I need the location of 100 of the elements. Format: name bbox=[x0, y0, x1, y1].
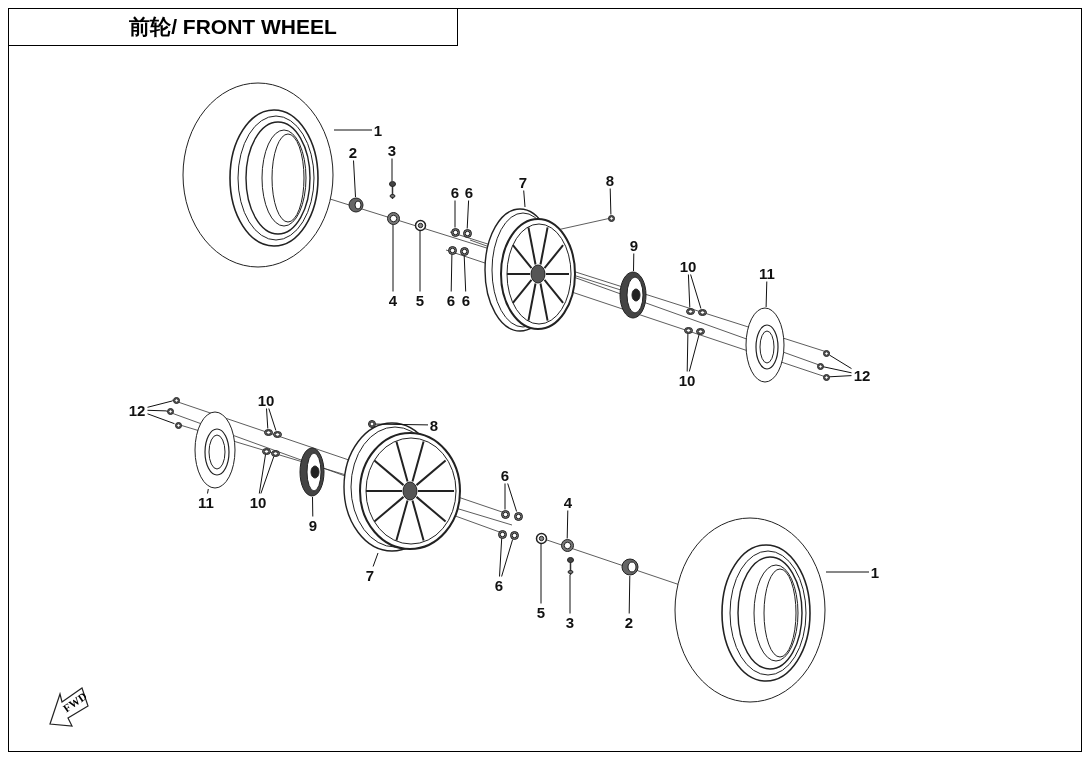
callout-number: 3 bbox=[564, 613, 576, 631]
leader-line bbox=[353, 160, 356, 198]
washer-drawing bbox=[414, 219, 426, 231]
callout-number: 1 bbox=[372, 121, 384, 139]
callout-number: 11 bbox=[756, 264, 778, 282]
callout-number: 2 bbox=[347, 143, 359, 161]
valve-drawing bbox=[566, 557, 574, 575]
leader-line bbox=[825, 571, 870, 573]
callout-number: 7 bbox=[364, 566, 376, 584]
bolt-drawing bbox=[261, 447, 271, 455]
leader-line bbox=[569, 574, 571, 614]
nut-drawing bbox=[459, 246, 469, 256]
nut-drawing bbox=[450, 227, 460, 237]
washer-drawing bbox=[535, 532, 547, 544]
callout-number: 3 bbox=[386, 141, 398, 159]
callout-number: 5 bbox=[414, 291, 426, 309]
valve-drawing bbox=[388, 181, 396, 199]
leader-line bbox=[829, 354, 852, 370]
leader-line bbox=[147, 400, 173, 408]
brake-disc-drawing bbox=[194, 411, 236, 489]
leader-line bbox=[501, 539, 514, 577]
bolt-drawing bbox=[697, 308, 707, 316]
leader-line bbox=[268, 408, 277, 431]
bolt-drawing bbox=[685, 307, 695, 315]
leader-line bbox=[829, 375, 852, 378]
callout-number: 4 bbox=[387, 291, 399, 309]
nut-drawing bbox=[560, 538, 574, 552]
leader-line bbox=[628, 575, 631, 614]
leader-line bbox=[507, 483, 518, 512]
rim-drawing bbox=[343, 421, 461, 553]
callout-number: 6 bbox=[499, 466, 511, 484]
leader-line bbox=[450, 254, 453, 292]
leader-line bbox=[523, 190, 526, 208]
leader-line bbox=[266, 408, 269, 429]
leader-line bbox=[466, 200, 470, 229]
bolt-drawing bbox=[822, 349, 830, 357]
leader-line bbox=[686, 333, 689, 372]
bolt-drawing bbox=[263, 428, 273, 436]
callout-number: 8 bbox=[604, 171, 616, 189]
leader-line bbox=[609, 188, 612, 215]
callout-number: 6 bbox=[445, 291, 457, 309]
leader-line bbox=[375, 423, 429, 426]
leader-line bbox=[633, 253, 635, 272]
callout-number: 12 bbox=[126, 401, 148, 419]
leader-line bbox=[391, 158, 393, 182]
leader-line bbox=[333, 129, 373, 131]
nut-drawing bbox=[447, 245, 457, 255]
leader-line bbox=[258, 454, 266, 494]
leader-line bbox=[260, 456, 275, 494]
title-bar: 前轮/ FRONT WHEEL bbox=[8, 8, 458, 46]
bolt-drawing bbox=[368, 420, 376, 428]
leader-line bbox=[687, 274, 691, 308]
tire-drawing bbox=[674, 517, 826, 703]
bolt-drawing bbox=[166, 407, 174, 415]
leader-line bbox=[312, 496, 314, 517]
bolt-drawing bbox=[695, 327, 705, 335]
tire-drawing bbox=[182, 82, 334, 268]
callout-number: 9 bbox=[307, 516, 319, 534]
nut-drawing bbox=[462, 228, 472, 238]
rim-drawing bbox=[484, 207, 576, 333]
callout-number: 6 bbox=[460, 291, 472, 309]
bolt-drawing bbox=[270, 449, 280, 457]
callout-number: 8 bbox=[428, 416, 440, 434]
leader-line bbox=[823, 366, 852, 374]
leader-line bbox=[504, 483, 506, 510]
callout-number: 5 bbox=[535, 603, 547, 621]
leader-line bbox=[419, 230, 421, 292]
callout-number: 10 bbox=[677, 257, 699, 275]
callout-number: 10 bbox=[247, 493, 269, 511]
bolt-drawing bbox=[822, 373, 830, 381]
hub-drawing bbox=[299, 447, 325, 497]
leader-line bbox=[207, 488, 209, 494]
callout-number: 6 bbox=[493, 576, 505, 594]
leader-line bbox=[147, 413, 175, 425]
bolt-drawing bbox=[816, 362, 824, 370]
callout-number: 6 bbox=[449, 183, 461, 201]
callout-number: 12 bbox=[851, 366, 873, 384]
callout-number: 7 bbox=[517, 173, 529, 191]
nut-drawing bbox=[500, 509, 510, 519]
nut-drawing bbox=[386, 211, 400, 225]
callout-number: 10 bbox=[255, 391, 277, 409]
callout-number: 6 bbox=[463, 183, 475, 201]
nut-drawing bbox=[513, 511, 523, 521]
bolt-drawing bbox=[607, 214, 615, 222]
nut-drawing bbox=[497, 529, 507, 539]
callout-number: 9 bbox=[628, 236, 640, 254]
callout-number: 4 bbox=[562, 493, 574, 511]
leader-line bbox=[392, 224, 394, 292]
bolt-drawing bbox=[174, 421, 182, 429]
bolt-drawing bbox=[172, 396, 180, 404]
leader-line bbox=[765, 281, 768, 308]
callout-number: 2 bbox=[623, 613, 635, 631]
bolt-drawing bbox=[272, 430, 282, 438]
leader-line bbox=[566, 510, 569, 539]
leader-line bbox=[690, 274, 702, 309]
leader-line bbox=[463, 255, 467, 292]
leader-line bbox=[688, 334, 700, 372]
leader-line bbox=[499, 538, 503, 577]
leader-line bbox=[372, 552, 379, 567]
nut-drawing bbox=[509, 530, 519, 540]
